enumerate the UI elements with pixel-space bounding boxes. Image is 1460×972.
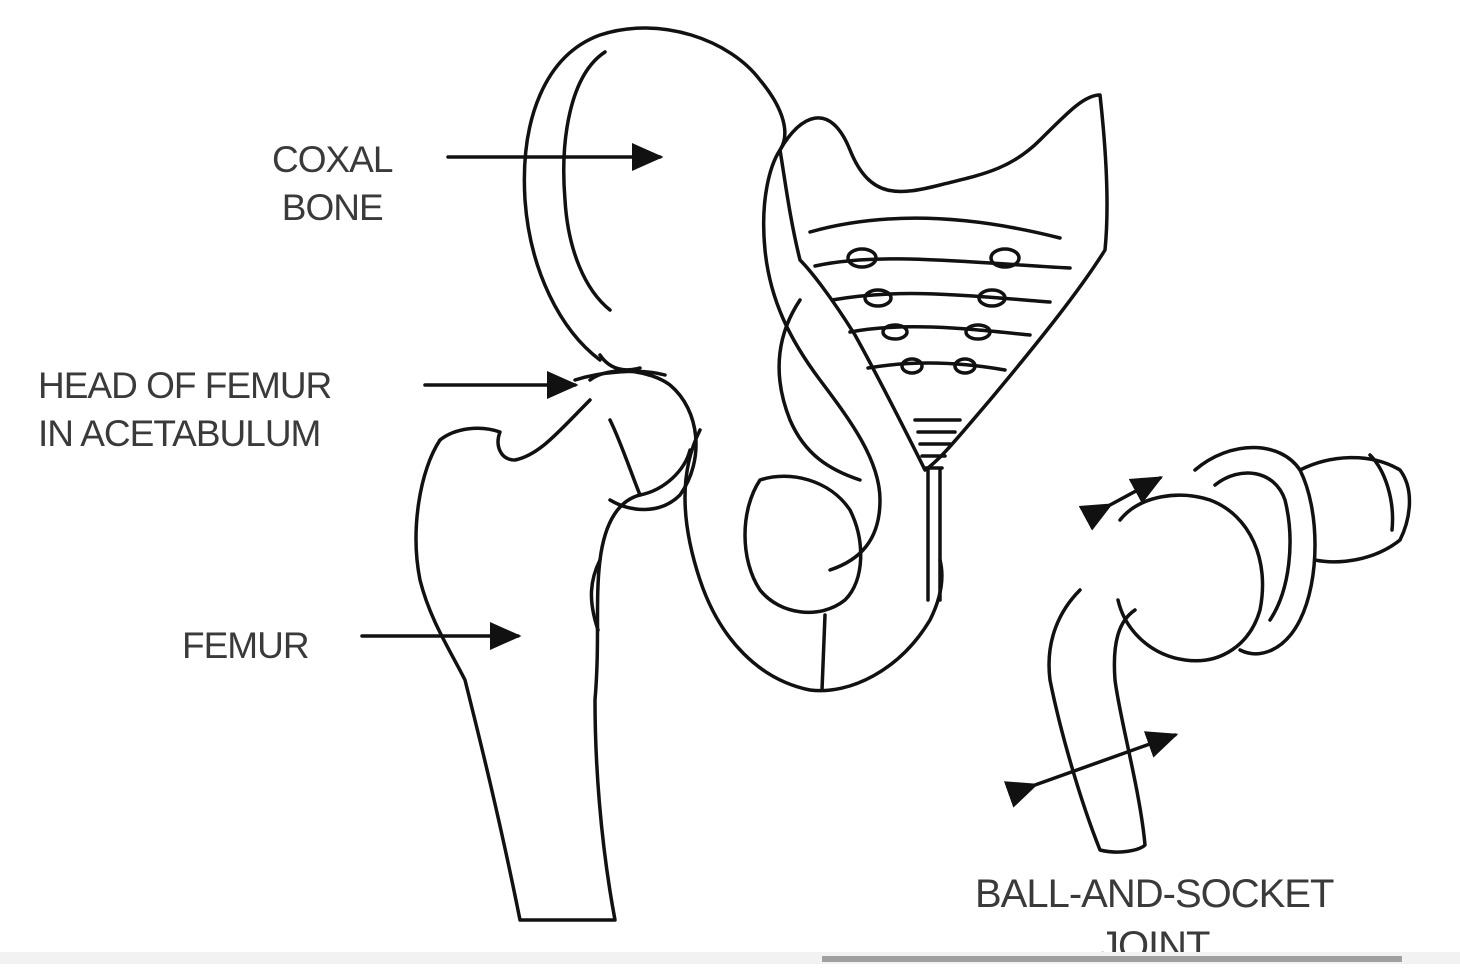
bottom-edge-bar bbox=[0, 952, 1460, 964]
sacral-foramen-1l bbox=[846, 247, 878, 269]
femur-shaft bbox=[414, 438, 692, 922]
ischium-curve bbox=[777, 298, 862, 482]
pubic-region bbox=[683, 428, 944, 693]
sacral-ridge-2 bbox=[813, 257, 1072, 270]
greater-trochanter bbox=[438, 398, 592, 462]
coccyx-stem bbox=[926, 468, 942, 602]
motion-arrow-bottom bbox=[1003, 731, 1179, 808]
coxal-inner-curve bbox=[598, 353, 642, 372]
joint-socket-end bbox=[1368, 453, 1395, 532]
coccyx bbox=[913, 418, 962, 470]
label-coxal-line1: COXAL bbox=[272, 139, 393, 180]
label-coxal-line2: BONE bbox=[281, 187, 384, 228]
bottom-edge-segment bbox=[822, 956, 1402, 962]
sacral-foramen-4l bbox=[900, 357, 924, 375]
femur-head bbox=[588, 369, 698, 512]
label-head-of-femur: HEAD OF FEMUR IN ACETABULUM bbox=[38, 362, 332, 458]
sacral-foramen-2l bbox=[863, 288, 893, 308]
joint-socket-cup bbox=[1193, 445, 1317, 656]
joint-socket-rim bbox=[1213, 471, 1292, 622]
label-joint-line1: BALL-AND-SOCKET bbox=[975, 872, 1334, 916]
sacral-ridge-1 bbox=[808, 216, 1062, 240]
sacral-ridge-3 bbox=[830, 291, 1052, 304]
sacral-ridge-4 bbox=[848, 324, 1032, 337]
pubic-symphysis-line bbox=[820, 613, 827, 692]
joint-ball-stem bbox=[1047, 588, 1147, 854]
sacral-ridge-5 bbox=[866, 361, 1007, 372]
femur-neck-lower bbox=[589, 558, 602, 632]
obturator-foramen bbox=[743, 474, 863, 614]
motion-arrow-top bbox=[1078, 476, 1164, 531]
sacral-foramen-3l bbox=[881, 323, 909, 341]
sacral-foramen-4r bbox=[953, 357, 977, 375]
acetabulum-rim bbox=[573, 369, 667, 382]
label-head-line1: HEAD OF FEMUR bbox=[38, 365, 332, 406]
label-femur-text: FEMUR bbox=[182, 625, 310, 666]
label-joint-line2: JOINT bbox=[1098, 924, 1211, 968]
sacrum bbox=[778, 93, 1109, 472]
sacral-foramen-1r bbox=[989, 247, 1021, 269]
label-coxal-bone: COXAL BONE bbox=[272, 136, 393, 232]
label-head-line2: IN ACETABULUM bbox=[38, 413, 321, 454]
joint-socket-body bbox=[1298, 455, 1412, 564]
femur-neck-line bbox=[608, 418, 642, 497]
iliac-crest-inner bbox=[562, 50, 612, 312]
sacral-foramen-3r bbox=[964, 323, 992, 341]
sacral-foramen-2r bbox=[977, 288, 1007, 308]
coxal-bone bbox=[522, 26, 882, 572]
joint-ball bbox=[1116, 493, 1265, 663]
label-femur: FEMUR bbox=[182, 622, 310, 670]
